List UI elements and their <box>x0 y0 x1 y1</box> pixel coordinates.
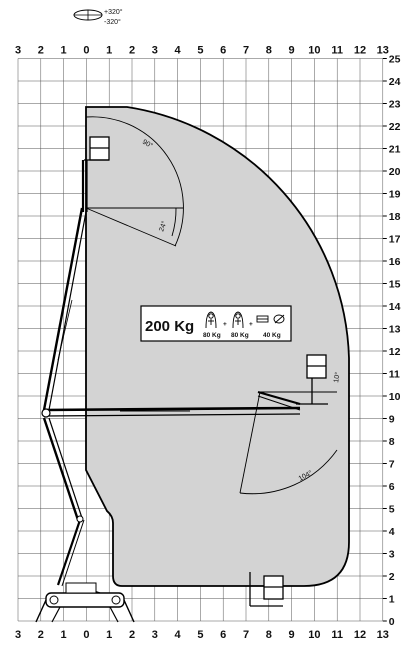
x-tick-bottom: 0 <box>83 629 89 641</box>
x-tick-top: 9 <box>289 45 295 57</box>
x-tick-top: 0 <box>83 45 89 57</box>
y-tick-label: 21 <box>389 144 401 156</box>
x-tick-top: 8 <box>266 45 272 57</box>
y-tick-label: 14 <box>389 301 401 313</box>
y-tick-label: 22 <box>389 121 401 133</box>
rotation-plus-label: +320° <box>104 8 123 16</box>
tools-icon <box>256 314 285 324</box>
x-tick-top: 7 <box>243 45 249 57</box>
y-tick-label: 2 <box>389 571 395 583</box>
person-icon <box>232 311 244 329</box>
rotation-minus-label: -320° <box>104 18 121 26</box>
y-tick-label: 9 <box>389 414 395 426</box>
x-tick-top: 1 <box>106 45 112 57</box>
y-tick-label: 12 <box>389 346 401 358</box>
x-tick-bottom: 11 <box>331 629 343 641</box>
x-tick-bottom: 5 <box>197 629 203 641</box>
x-tick-top: 2 <box>129 45 135 57</box>
y-tick-label: 0 <box>389 616 395 628</box>
y-tick-label: 19 <box>389 189 401 201</box>
basket-right <box>296 354 328 405</box>
x-tick-bottom: 1 <box>61 629 67 641</box>
person2-weight: 80 Kg <box>231 332 249 339</box>
y-tick-label: 23 <box>389 99 401 111</box>
y-tick-label: 5 <box>389 504 395 516</box>
x-tick-top: 11 <box>331 45 343 57</box>
angle-24-label: 24° <box>157 220 168 233</box>
x-tick-bottom: 6 <box>220 629 226 641</box>
x-tick-bottom: 13 <box>377 629 389 641</box>
x-tick-bottom: 4 <box>175 629 182 641</box>
tools-weight: 40 Kg <box>263 332 281 339</box>
x-tick-top: 2 <box>38 45 44 57</box>
y-tick-label: 8 <box>389 436 395 448</box>
y-tick-label: 10 <box>389 391 401 403</box>
y-tick-label: 18 <box>389 211 401 223</box>
x-tick-bottom: 7 <box>243 629 249 641</box>
y-tick-label: 3 <box>389 549 395 561</box>
aerial-platform-machine <box>35 160 301 623</box>
y-tick-label: 20 <box>389 166 401 178</box>
y-tick-label: 7 <box>389 459 395 471</box>
y-tick-label: 16 <box>389 256 401 268</box>
basket-bottom <box>249 572 284 607</box>
plus-sign: + <box>223 321 227 328</box>
x-tick-bottom: 2 <box>38 629 44 641</box>
x-tick-top: 4 <box>175 45 182 57</box>
x-tick-bottom: 3 <box>15 629 21 641</box>
y-tick-label: 11 <box>389 369 400 381</box>
x-tick-bottom: 10 <box>308 629 320 641</box>
y-tick-label: 1 <box>389 594 395 606</box>
working-envelope <box>85 106 350 587</box>
angle-10-label: 10° <box>332 371 342 383</box>
y-tick-label: 17 <box>389 234 401 246</box>
y-tick-label: 6 <box>389 481 395 493</box>
person1-weight: 80 Kg <box>203 332 221 339</box>
x-tick-top: 5 <box>197 45 203 57</box>
rotation-indicator: +320° -320° <box>73 8 123 26</box>
x-tick-top: 3 <box>152 45 158 57</box>
x-tick-bottom: 9 <box>289 629 295 641</box>
x-tick-bottom: 2 <box>129 629 135 641</box>
y-axis-right: 0123456789101112131415161718192021222324… <box>382 54 401 628</box>
x-tick-top: 12 <box>354 45 366 57</box>
x-tick-top: 6 <box>220 45 226 57</box>
x-tick-top: 13 <box>377 45 389 57</box>
plus-sign: + <box>249 321 253 328</box>
x-tick-top: 3 <box>15 45 21 57</box>
y-tick-label: 15 <box>389 279 401 291</box>
load-capacity-box: 200 Kg + + 80 Kg 80 Kg 40 Kg <box>140 305 292 342</box>
x-tick-bottom: 3 <box>152 629 158 641</box>
y-tick-label: 4 <box>389 526 395 538</box>
x-tick-bottom: 1 <box>106 629 112 641</box>
person-icon <box>205 311 217 329</box>
basket-top <box>84 136 110 161</box>
y-tick-label: 25 <box>389 54 401 66</box>
capacity-label: 200 Kg <box>145 318 194 335</box>
upper-angle-arcs <box>85 116 184 247</box>
x-tick-top: 10 <box>308 45 320 57</box>
y-tick-label: 24 <box>389 76 401 88</box>
x-tick-top: 1 <box>61 45 67 57</box>
y-tick-label: 13 <box>389 324 401 336</box>
x-tick-bottom: 12 <box>354 629 366 641</box>
x-tick-bottom: 8 <box>266 629 272 641</box>
